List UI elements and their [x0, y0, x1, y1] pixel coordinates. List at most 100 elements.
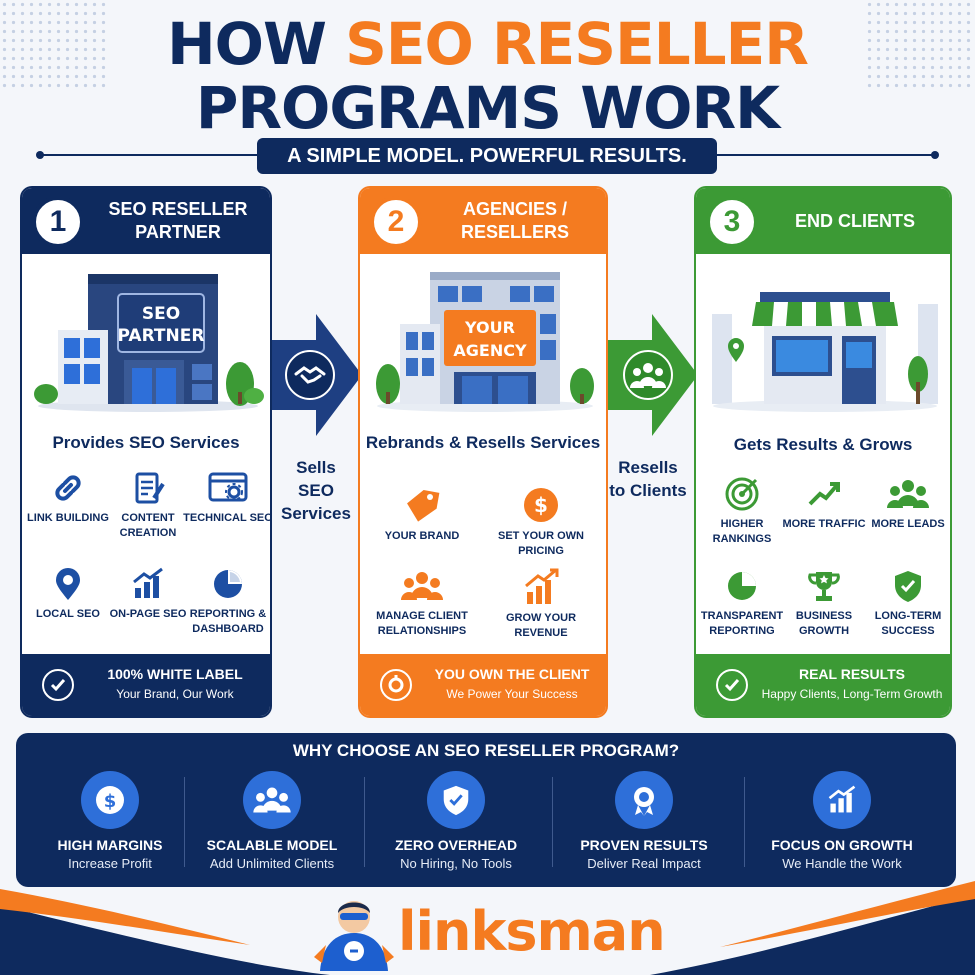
- arrow-label-resells: Resells to Clients: [609, 458, 687, 500]
- step-number: 2: [370, 196, 422, 248]
- sign-line1: YOUR: [464, 318, 515, 337]
- growth-icon: [525, 568, 559, 604]
- why-separator: [744, 777, 745, 867]
- page-title: HOW SEO RESELLER PROGRAMS WORK: [0, 12, 975, 140]
- people-icon: [401, 572, 443, 600]
- why-title: WHY CHOOSE AN SEO RESELLER PROGRAM?: [292, 741, 680, 760]
- card-header: 2 AGENCIES / RESELLERS: [360, 188, 606, 254]
- feature-technical-seo: TECHNICAL SEO: [182, 470, 270, 526]
- svg-text:$: $: [534, 493, 548, 517]
- role-text: Gets Results & Grows: [733, 435, 913, 454]
- people-icon: [243, 771, 301, 829]
- shield-icon: [427, 771, 485, 829]
- card-end-clients: 3 END CLIENTS Gets Results & Grows HIGHE…: [694, 186, 952, 718]
- feature-long-term-success: LONG-TERM SUCCESS: [862, 568, 950, 639]
- check-circle-icon: [42, 669, 74, 701]
- feature-manage-client-relationships: MANAGE CLIENT RELATIONSHIPS: [364, 568, 480, 639]
- footer-title: REAL RESULTS: [798, 666, 906, 682]
- arrow-agency-to-clients: [608, 314, 698, 436]
- role-text: Rebrands & Resells Services: [365, 433, 601, 452]
- storefront-illustration: [712, 292, 938, 412]
- target-circle-icon: [380, 669, 412, 701]
- agency-building-illustration: YOUR AGENCY: [376, 272, 594, 412]
- linksman-logo: [314, 901, 394, 971]
- why-item-proven-results: PROVEN RESULTS Deliver Real Impact: [550, 771, 738, 871]
- title-line1-accent: SEO RESELLER: [345, 10, 809, 78]
- feature-on-page-seo: ON-PAGE SEO: [102, 566, 194, 622]
- feature-your-brand: YOUR BRAND: [370, 486, 474, 544]
- feature-set-your-own-pricing: $ SET YOUR OWN PRICING: [486, 486, 596, 559]
- people-icon: [887, 480, 929, 508]
- badge-icon: [615, 771, 673, 829]
- map-pin-icon: [56, 568, 80, 600]
- feature-transparent-reporting: TRANSPARENT REPORTING: [696, 568, 788, 639]
- why-separator: [364, 777, 365, 867]
- trophy-icon: [808, 572, 840, 601]
- feature-reporting: REPORTING & DASHBOARD: [182, 566, 270, 637]
- why-separator: [552, 777, 553, 867]
- why-item-zero-overhead: ZERO OVERHEAD No Hiring, No Tools: [362, 771, 550, 871]
- why-item-scalable-model: SCALABLE MODEL Add Unlimited Clients: [178, 771, 366, 871]
- dollar-icon: $: [81, 771, 139, 829]
- card-title: SEO RESELLER PARTNER: [108, 199, 248, 242]
- role-text: Provides SEO Services: [52, 433, 240, 452]
- step-number: 3: [706, 196, 758, 248]
- feature-more-traffic: MORE TRAFFIC: [778, 476, 870, 532]
- why-item-high-margins: $ HIGH MARGINS Increase Profit: [16, 771, 204, 871]
- card-title: AGENCIES / RESELLERS: [460, 199, 570, 242]
- card-footer: REAL RESULTS Happy Clients, Long-Term Gr…: [696, 654, 950, 716]
- card-footer: YOU OWN THE CLIENT We Power Your Success: [360, 654, 606, 716]
- superhero-mascot-icon: [314, 901, 394, 971]
- logo-wordmark: linksman: [398, 900, 666, 963]
- sign-line2: AGENCY: [453, 341, 527, 360]
- why-choose-panel: WHY CHOOSE AN SEO RESELLER PROGRAM? $ HI…: [16, 733, 956, 887]
- card-footer: 100% WHITE LABEL Your Brand, Our Work: [22, 654, 270, 716]
- arrow-partner-to-agency: [272, 314, 362, 436]
- svg-text:$: $: [104, 791, 117, 812]
- why-item-focus-on-growth: FOCUS ON GROWTH We Handle the Work: [748, 771, 936, 871]
- footer-subtitle: Your Brand, Our Work: [116, 687, 234, 701]
- card-title: END CLIENTS: [794, 210, 915, 231]
- pie-chart-icon: [214, 570, 242, 598]
- trend-icon: [808, 482, 840, 506]
- footer-title: YOU OWN THE CLIENT: [434, 666, 590, 682]
- title-line1-a: HOW: [167, 10, 346, 78]
- feature-business-growth: BUSINESS GROWTH: [778, 568, 870, 639]
- bottom-swoosh-decoration: [0, 881, 975, 975]
- document-icon: [135, 472, 165, 504]
- dollar-icon: $: [524, 488, 558, 522]
- link-icon: [55, 475, 81, 501]
- title-line2: PROGRAMS WORK: [195, 74, 780, 142]
- people-icon: [630, 363, 666, 388]
- dot-pattern-right: [865, 0, 975, 90]
- footer-subtitle: Happy Clients, Long-Term Growth: [761, 687, 943, 701]
- feature-more-leads: MORE LEADS: [862, 476, 950, 532]
- feature-grow-your-revenue: GROW YOUR REVENUE: [486, 568, 596, 641]
- card-header: 1 SEO RESELLER PARTNER: [22, 188, 270, 254]
- card-header: 3 END CLIENTS: [696, 188, 950, 254]
- step-number: 1: [32, 196, 84, 248]
- tag-icon: [407, 490, 440, 522]
- pie-chart-icon: [728, 572, 756, 600]
- feature-local-seo: LOCAL SEO: [22, 566, 114, 622]
- handshake-icon: [294, 366, 326, 384]
- gear-browser-icon: [208, 472, 248, 502]
- sign-line1: SEO: [142, 304, 180, 324]
- dot-pattern-left: [0, 0, 110, 90]
- sign-line2: PARTNER: [118, 326, 205, 346]
- feature-content-creation: CONTENT CREATION: [102, 470, 194, 541]
- feature-link-building: LINK BUILDING: [22, 470, 114, 526]
- bar-chart-icon: [133, 567, 163, 598]
- check-circle-icon: [716, 669, 748, 701]
- shield-icon: [895, 571, 921, 602]
- why-separator: [184, 777, 185, 867]
- card-seo-reseller-partner: 1 SEO RESELLER PARTNER SEO PARTNER Provi…: [20, 186, 272, 718]
- arrow-label-sells: Sells SEO Services: [281, 458, 351, 523]
- bar-chart-icon: [813, 771, 871, 829]
- feature-higher-rankings: HIGHER RANKINGS: [696, 476, 788, 547]
- footer-title: 100% WHITE LABEL: [107, 666, 243, 682]
- card-agencies-resellers: 2 AGENCIES / RESELLERS YOUR AGENCY Rebra…: [358, 186, 608, 718]
- target-icon: [725, 477, 759, 511]
- subtitle-banner: A SIMPLE MODEL. POWERFUL RESULTS.: [257, 138, 717, 174]
- footer-subtitle: We Power Your Success: [446, 687, 578, 701]
